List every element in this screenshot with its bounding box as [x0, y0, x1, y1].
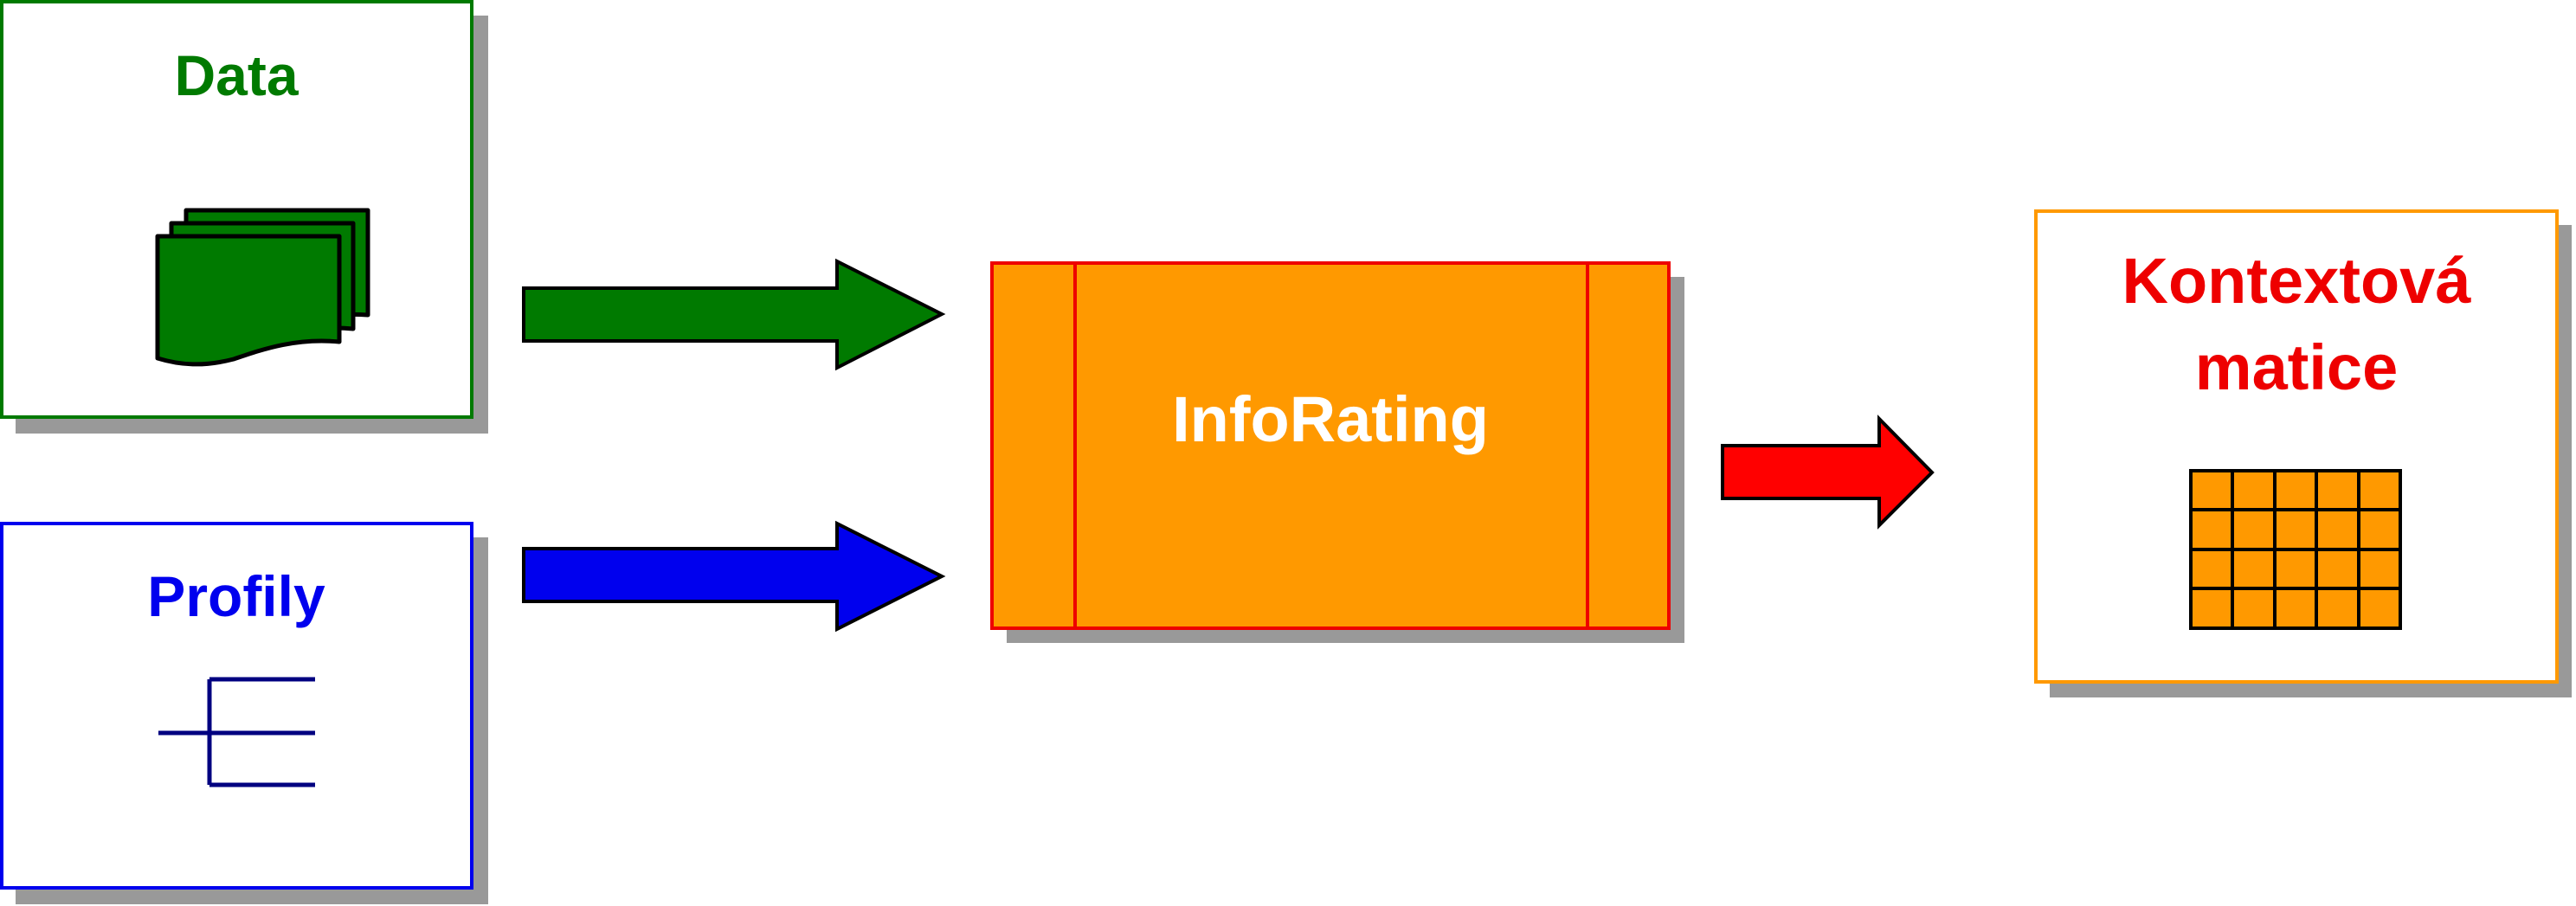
- data-node[interactable]: Data: [0, 0, 488, 434]
- profily-node[interactable]: Profily: [0, 522, 488, 904]
- inforating-node-box: [990, 261, 1671, 630]
- profily-node-box: [0, 522, 473, 890]
- matrix-node-title-line1: Kontextová: [2122, 245, 2472, 317]
- arrow-inforating-to-matrix: [1721, 414, 1935, 530]
- data-node-title: Data: [174, 43, 299, 107]
- arrow-profily-to-inforating: [522, 520, 946, 633]
- inforating-node[interactable]: InfoRating: [990, 261, 1684, 643]
- matrix-node-title-line2: matice: [2195, 331, 2398, 403]
- document-stack-icon: [155, 208, 370, 367]
- grid-icon: [2189, 469, 2402, 630]
- arrow-data-to-inforating: [522, 258, 946, 371]
- tree-icon: [158, 677, 315, 787]
- matrix-node[interactable]: Kontextová matice: [2034, 209, 2572, 697]
- inforating-node-title: InfoRating: [1172, 383, 1489, 455]
- profily-node-title: Profily: [147, 564, 325, 628]
